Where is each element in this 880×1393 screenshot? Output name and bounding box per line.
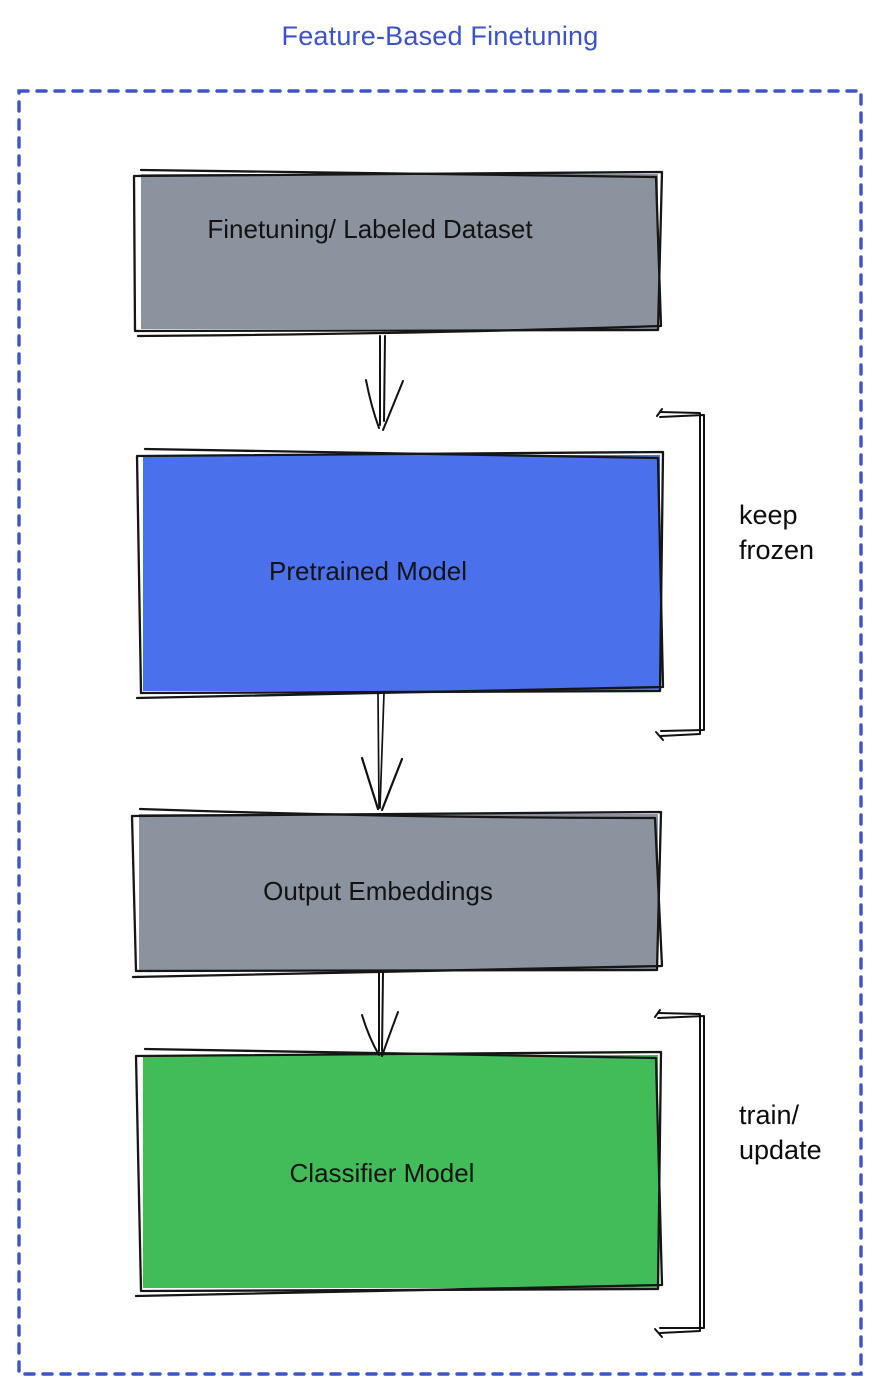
- train-update-bracket: [654, 1009, 705, 1338]
- dataset-box: [141, 174, 658, 329]
- classifier-box: [143, 1055, 658, 1288]
- diagram-title: Feature-Based Finetuning: [281, 21, 599, 51]
- keep-frozen-bracket: [655, 408, 705, 741]
- dashed-border: [17, 89, 863, 1376]
- arrow-down-icon-1: [365, 335, 404, 431]
- arrow-down-icon-3: [361, 972, 399, 1057]
- train-update-label: train/ update: [739, 1100, 822, 1165]
- classifier-box-outline: [134, 1047, 664, 1298]
- embeddings-box-label: Output Embeddings: [263, 876, 493, 906]
- dataset-box-outline: [132, 168, 664, 338]
- dataset-box-label: Finetuning/ Labeled Dataset: [207, 214, 533, 244]
- embeddings-box: [139, 814, 658, 970]
- arrow-down-icon-2: [360, 692, 404, 812]
- pretrained-box-outline: [135, 447, 665, 700]
- pretrained-box: [143, 455, 660, 691]
- pretrained-box-label: Pretrained Model: [269, 556, 467, 586]
- classifier-box-label: Classifier Model: [289, 1158, 475, 1188]
- keep-frozen-label: keep frozen: [739, 500, 815, 565]
- embeddings-box-outline: [130, 807, 664, 979]
